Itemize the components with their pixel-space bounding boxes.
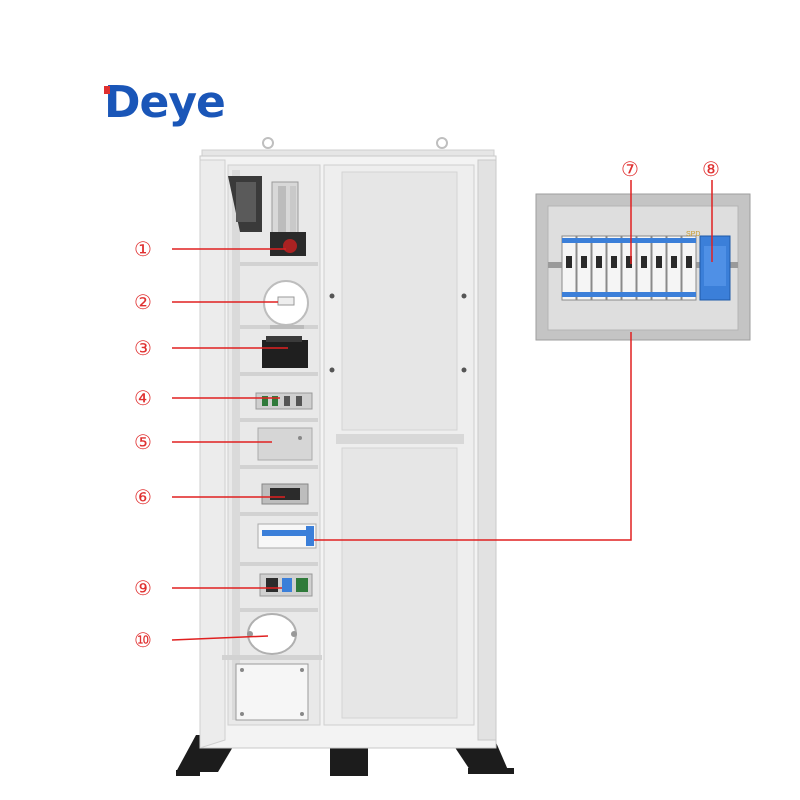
component-2-meter [263, 280, 309, 329]
component-4-terminal-block [255, 392, 313, 410]
logo-letter-d: D [104, 77, 141, 128]
callout-numbers: ① ② ③ ④ ⑤ ⑥ ⑦ ⑧ ⑨ ⑩ [134, 157, 720, 652]
callout-9: ⑨ [134, 576, 152, 600]
callout-10: ⑩ [134, 628, 152, 652]
junction-box [235, 663, 309, 721]
equipment-compartment [222, 164, 322, 726]
breaker-inset: SPD [535, 193, 751, 341]
callout-2: ② [134, 290, 152, 314]
battery-compartment [323, 164, 475, 726]
logo-accent-bar [104, 86, 110, 94]
callout-5: ⑤ [134, 430, 152, 454]
callout-4: ④ [134, 386, 152, 410]
component-1-fan [228, 176, 306, 256]
callout-7: ⑦ [621, 157, 639, 181]
callout-1: ① [134, 237, 152, 261]
callout-3: ③ [134, 336, 152, 360]
component-6-connector [261, 483, 309, 505]
component-10-vent [247, 613, 297, 655]
leader-lines [171, 180, 713, 641]
breaker-modules [561, 235, 697, 301]
component-7-8-breaker-row [257, 523, 317, 549]
deye-logo: Deye [104, 77, 226, 128]
callout-6: ⑥ [134, 485, 152, 509]
leader-10 [171, 635, 269, 641]
callout-8: ⑧ [702, 157, 720, 181]
spd-module: SPD [686, 231, 731, 301]
logo-text-rest: eye [139, 77, 226, 128]
spd-label: SPD [686, 231, 700, 238]
leader-7-8 [314, 332, 632, 541]
component-3-module [262, 336, 308, 368]
component-9-relay [259, 573, 313, 597]
component-5-panel [257, 427, 313, 461]
